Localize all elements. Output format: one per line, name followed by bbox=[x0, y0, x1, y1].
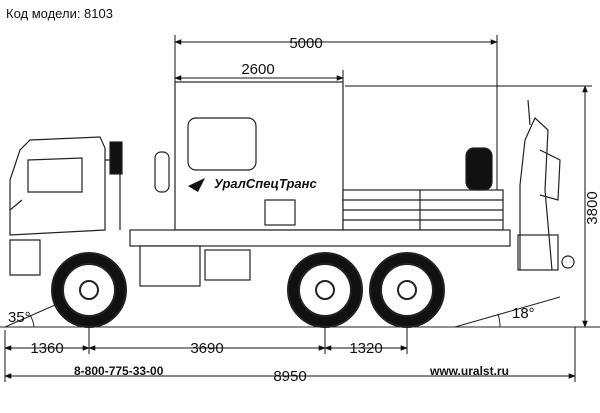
dim-height: 3800 bbox=[584, 191, 600, 224]
approach-angle-label: 35° bbox=[8, 309, 31, 326]
dim-front-overhang: 1360 bbox=[30, 340, 63, 357]
website-link[interactable]: www.uralst.ru bbox=[430, 364, 509, 378]
dim-wheelbase: 3690 bbox=[190, 340, 223, 357]
wheels bbox=[51, 252, 445, 328]
dim-overall-length: 5000 bbox=[289, 35, 322, 52]
departure-angle-label: 18° bbox=[512, 305, 535, 322]
rear-wheel-1 bbox=[287, 252, 363, 328]
phone-number[interactable]: 8-800-775-33-00 bbox=[74, 364, 164, 378]
spare-wheel bbox=[465, 147, 493, 191]
dim-body-length: 2600 bbox=[241, 61, 274, 78]
rear-wheel-2 bbox=[369, 252, 445, 328]
dim-total-length: 8950 bbox=[273, 368, 306, 385]
chassis-frame bbox=[129, 151, 511, 287]
cargo-box bbox=[174, 81, 344, 231]
brand-logo: УралСпецТранс bbox=[188, 176, 317, 192]
crane-manipulator bbox=[517, 99, 575, 271]
dim-rear-axle-spacing: 1320 bbox=[349, 340, 382, 357]
truck-cabin bbox=[9, 136, 123, 276]
front-wheel bbox=[51, 252, 127, 328]
brand-name: УралСпецТранс bbox=[214, 176, 317, 191]
flatbed-platform bbox=[342, 189, 504, 231]
model-code-label: Код модели: 8103 bbox=[6, 6, 113, 21]
